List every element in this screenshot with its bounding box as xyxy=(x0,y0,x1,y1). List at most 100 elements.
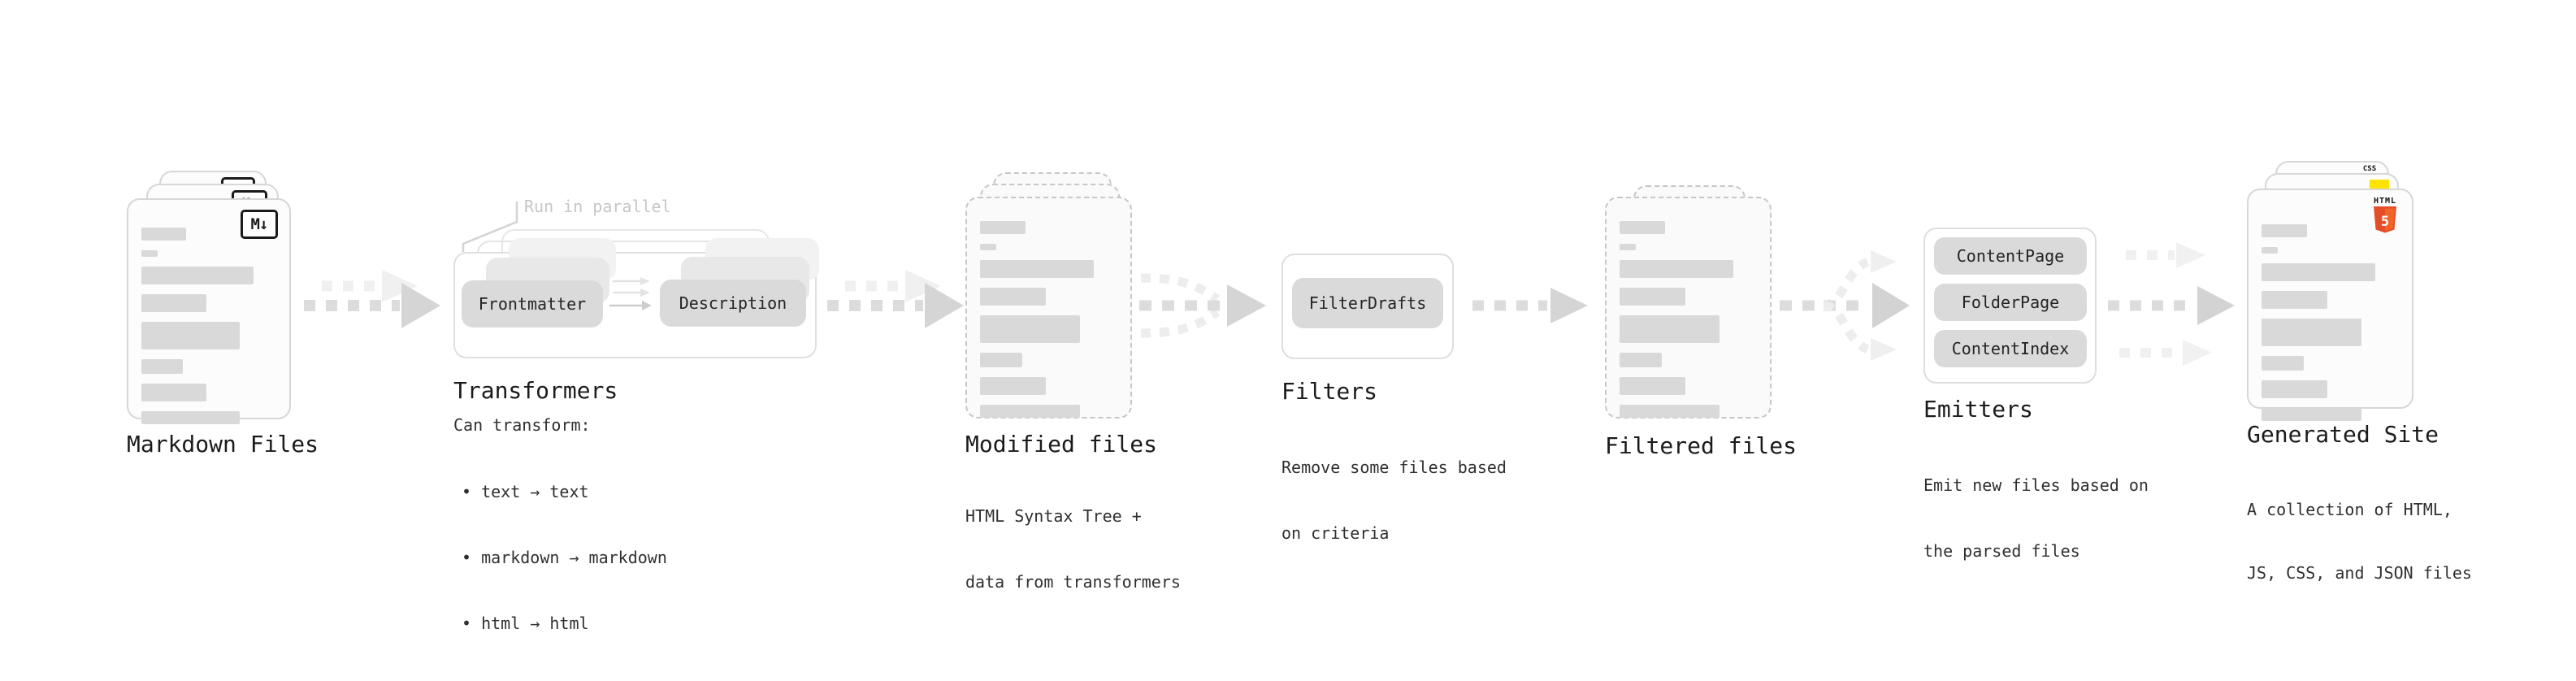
placeholder-bar xyxy=(141,267,254,284)
desc-line: data from transformers xyxy=(965,572,1181,592)
file-content-placeholder xyxy=(1620,221,1757,418)
placeholder-bar xyxy=(1620,221,1665,234)
placeholder-bar xyxy=(980,260,1095,278)
mini-arrow-head-ghost xyxy=(640,277,650,285)
arrow-head-ghost xyxy=(2176,242,2205,268)
arrow-head-ghost xyxy=(1871,338,1897,361)
placeholder-bar xyxy=(141,359,184,374)
placeholder-bar xyxy=(2262,408,2362,421)
desc-line: HTML Syntax Tree + xyxy=(965,506,1142,526)
placeholder-bar xyxy=(1620,260,1734,278)
arrow-head xyxy=(1872,283,1910,328)
transformers-desc-heading: Can transform: xyxy=(453,415,591,435)
split-curve-top xyxy=(1823,257,1870,310)
modified-files-label: Modified files xyxy=(965,431,1158,458)
split-curve-bottom xyxy=(1823,301,1870,354)
run-in-parallel-note: Run in parallel xyxy=(524,197,671,216)
merge-curve-top xyxy=(1140,273,1221,303)
fan-in-arrow-modified-to-filters xyxy=(1139,273,1266,338)
markdown-icon: M↓ xyxy=(241,210,278,239)
desc-line: Remove some files based xyxy=(1281,458,1507,477)
placeholder-bar xyxy=(980,221,1026,234)
shield-right xyxy=(2385,208,2395,232)
arrow-head xyxy=(401,283,440,328)
arrow-head-ghost xyxy=(2183,340,2212,366)
placeholder-bar xyxy=(1620,244,1637,250)
placeholder-bar xyxy=(141,294,206,312)
css-badge-label: CSS xyxy=(2362,165,2377,173)
generated-site-desc: A collection of HTML, JS, CSS, and JSON … xyxy=(2247,457,2472,626)
flow-arrow-filters-to-filtered xyxy=(1472,288,1588,323)
emit-arrow-content-page xyxy=(2126,242,2205,268)
placeholder-bar xyxy=(141,384,206,401)
html5-icon: HTML 5 xyxy=(2366,197,2404,233)
merge-curve-bottom xyxy=(1140,308,1221,338)
arrow-head-ghost xyxy=(1871,250,1897,273)
markdown-files-label: Markdown Files xyxy=(127,431,319,458)
arrow-head xyxy=(1227,284,1266,327)
placeholder-bar xyxy=(2262,263,2376,281)
filters-heading: Filters xyxy=(1281,378,1378,405)
filters-desc: Remove some files based on criteria xyxy=(1281,413,1507,588)
transform-item: • html → html xyxy=(462,614,589,633)
filtered-files-label: Filtered files xyxy=(1605,432,1798,459)
placeholder-bar xyxy=(141,411,241,424)
emitter-pill-stack: ContentPage FolderPage ContentIndex xyxy=(1934,237,2087,367)
placeholder-bar xyxy=(2262,224,2307,237)
placeholder-bar xyxy=(980,244,997,250)
transform-item: • text → text xyxy=(462,482,589,501)
placeholder-bar xyxy=(1620,315,1720,343)
modified-files-desc: HTML Syntax Tree + data from transformer… xyxy=(965,462,1181,637)
desc-line: on criteria xyxy=(1281,523,1390,543)
filtered-file-card-front xyxy=(1605,197,1772,419)
placeholder-bar xyxy=(1620,288,1686,306)
fan-out-arrow-filtered-to-emitters xyxy=(1780,250,1910,361)
desc-line: the parsed files xyxy=(1923,541,2080,561)
site-file-card-front: HTML 5 xyxy=(2247,189,2413,421)
leader-line xyxy=(462,202,518,252)
placeholder-bar xyxy=(1620,405,1720,418)
html5-shield: 5 xyxy=(2374,206,2396,233)
html5-number: 5 xyxy=(2381,214,2389,230)
placeholder-bar xyxy=(980,288,1047,306)
modified-file-card-front xyxy=(965,197,1132,419)
placeholder-bar xyxy=(980,405,1081,418)
description-transformer-pill: Description xyxy=(660,280,806,327)
placeholder-bar xyxy=(1620,353,1663,367)
emitters-heading: Emitters xyxy=(1923,396,2033,423)
html5-wordmark: HTML xyxy=(2373,197,2397,206)
arrow-head xyxy=(2197,286,2235,325)
placeholder-bar xyxy=(2262,291,2328,309)
placeholder-bar xyxy=(2262,319,2362,346)
placeholder-bar xyxy=(980,315,1081,343)
transform-item: • markdown → markdown xyxy=(462,548,667,567)
mini-arrow-head xyxy=(642,301,652,310)
placeholder-bar xyxy=(2262,356,2305,371)
transform-step-arrows xyxy=(609,277,652,310)
markdown-file-card-front: M↓ xyxy=(127,198,291,424)
folder-page-emitter-pill: FolderPage xyxy=(1934,284,2087,321)
content-page-emitter-pill: ContentPage xyxy=(1934,237,2087,275)
placeholder-bar xyxy=(1620,377,1686,395)
desc-line: Emit new files based on xyxy=(1923,475,2149,495)
arrow-head xyxy=(925,283,964,328)
mini-arrow-head-ghost xyxy=(640,288,650,297)
placeholder-bar xyxy=(2262,380,2328,398)
arrow-head xyxy=(1550,288,1588,323)
placeholder-bar xyxy=(980,377,1047,395)
frontmatter-transformer-pill: Frontmatter xyxy=(462,280,603,327)
content-index-emitter-pill: ContentIndex xyxy=(1934,330,2087,367)
transformers-desc-list: • text → text • markdown → markdown • ht… xyxy=(462,437,667,679)
placeholder-bar xyxy=(141,250,158,257)
emit-arrow-folder-page xyxy=(2108,286,2235,325)
placeholder-bar xyxy=(980,353,1023,367)
desc-line: A collection of HTML, xyxy=(2247,500,2452,519)
emitters-desc: Emit new files based on the parsed files xyxy=(1923,431,2149,606)
flow-arrow-transformers-to-modified xyxy=(827,270,964,328)
arrow-head-ghost xyxy=(382,270,418,302)
js-icon xyxy=(2370,180,2389,189)
desc-line: JS, CSS, and JSON files xyxy=(2247,563,2472,583)
placeholder-bar xyxy=(2262,247,2279,254)
filter-drafts-pill: FilterDrafts xyxy=(1292,278,1443,328)
emit-arrow-content-index xyxy=(2119,340,2212,366)
